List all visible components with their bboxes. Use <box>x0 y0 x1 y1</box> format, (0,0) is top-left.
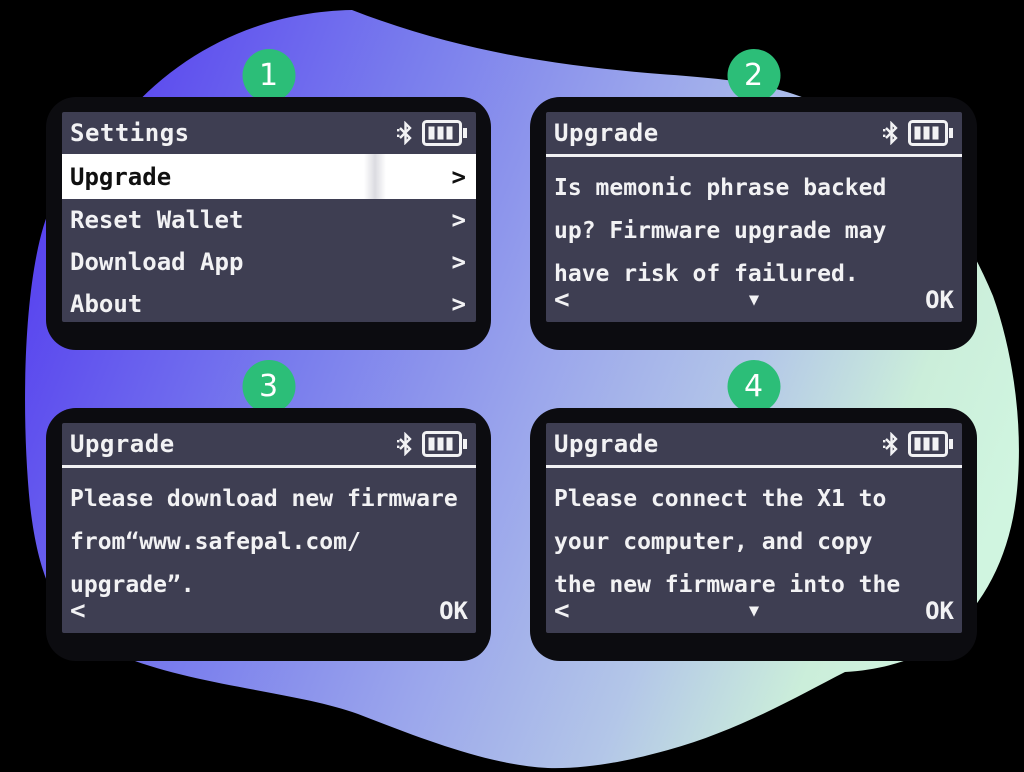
screen-title: Upgrade <box>554 119 659 147</box>
chevron-right-icon: > <box>451 290 466 318</box>
step-badge-3: 3 <box>242 360 295 413</box>
ok-button[interactable]: OK <box>439 597 468 625</box>
chevron-right-icon: > <box>451 162 466 191</box>
menu-item-reset-wallet[interactable]: Reset Wallet > <box>62 199 476 241</box>
header-divider <box>62 465 476 468</box>
menu-item-label: About <box>70 290 143 318</box>
bluetooth-icon <box>397 432 412 456</box>
chevron-right-icon: > <box>451 248 466 276</box>
chevron-right-icon: > <box>451 206 466 234</box>
step-badge-2: 2 <box>727 49 780 102</box>
screen-3: Upgrade <box>62 423 476 633</box>
status-icons <box>882 120 954 146</box>
nav-bar: < ▼ OK <box>554 283 954 317</box>
menu-item-download-app[interactable]: Download App > <box>62 241 476 283</box>
bluetooth-icon <box>397 121 412 145</box>
menu-item-about[interactable]: About > <box>62 283 476 322</box>
device-screen-step-1: 1 Settings <box>46 49 491 350</box>
screen-title: Upgrade <box>554 430 659 458</box>
screen-title: Settings <box>70 119 190 147</box>
device-screen-step-3: 3 Upgrade <box>46 360 491 661</box>
nav-bar: < OK <box>70 594 468 628</box>
battery-icon <box>908 120 953 146</box>
device-screen-step-2: 2 Upgrade <box>530 49 977 350</box>
screen-2: Upgrade <box>546 112 962 322</box>
scroll-hint <box>364 154 387 199</box>
status-icons <box>396 431 468 457</box>
device-screen-step-4: 4 Upgrade <box>530 360 977 661</box>
back-button[interactable]: < <box>554 285 570 315</box>
bluetooth-icon <box>883 432 898 456</box>
screen-1: Settings <box>62 112 476 322</box>
message-text: Please connect the X1 to your computer, … <box>554 486 901 598</box>
message-text: Please download new firmware from“www.sa… <box>70 486 458 598</box>
screen-title: Upgrade <box>70 430 175 458</box>
scroll-down-icon[interactable]: ▼ <box>748 601 760 621</box>
screen-4: Upgrade <box>546 423 962 633</box>
menu-item-label: Upgrade <box>70 162 172 191</box>
ok-button[interactable]: OK <box>925 286 954 314</box>
ok-button[interactable]: OK <box>925 597 954 625</box>
header-divider <box>546 154 962 157</box>
battery-icon <box>908 431 953 457</box>
battery-icon <box>422 120 467 146</box>
back-button[interactable]: < <box>70 596 86 626</box>
step-badge-1: 1 <box>242 49 295 102</box>
back-button[interactable]: < <box>554 596 570 626</box>
menu-item-label: Reset Wallet <box>70 206 244 234</box>
settings-menu: Upgrade > Reset Wallet > Download App > … <box>62 154 476 322</box>
header-divider <box>546 465 962 468</box>
status-icons <box>396 120 468 146</box>
nav-bar: < ▼ OK <box>554 594 954 628</box>
step-badge-4: 4 <box>727 360 780 413</box>
menu-item-upgrade[interactable]: Upgrade > <box>62 154 476 199</box>
battery-icon <box>422 431 467 457</box>
scroll-down-icon[interactable]: ▼ <box>748 290 760 310</box>
menu-item-label: Download App <box>70 248 244 276</box>
bluetooth-icon <box>883 121 898 145</box>
message-text: Is memonic phrase backed up? Firmware up… <box>554 175 887 287</box>
status-icons <box>882 431 954 457</box>
